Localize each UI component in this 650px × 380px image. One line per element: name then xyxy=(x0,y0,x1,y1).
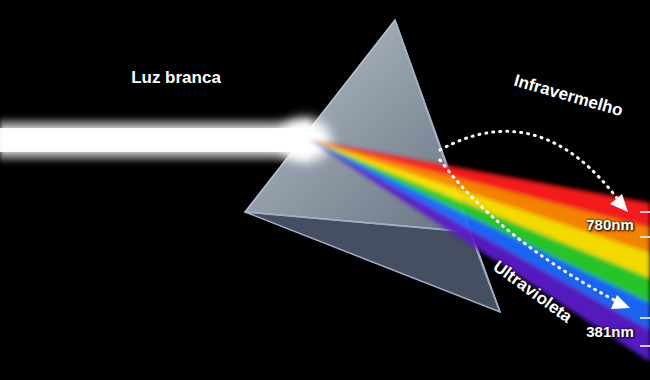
wavelength-label: 780nm xyxy=(586,217,634,234)
band-label: Infravermelho xyxy=(511,72,624,121)
light-label: Luz branca xyxy=(131,69,221,88)
wavelength-label: 381nm xyxy=(586,324,634,341)
